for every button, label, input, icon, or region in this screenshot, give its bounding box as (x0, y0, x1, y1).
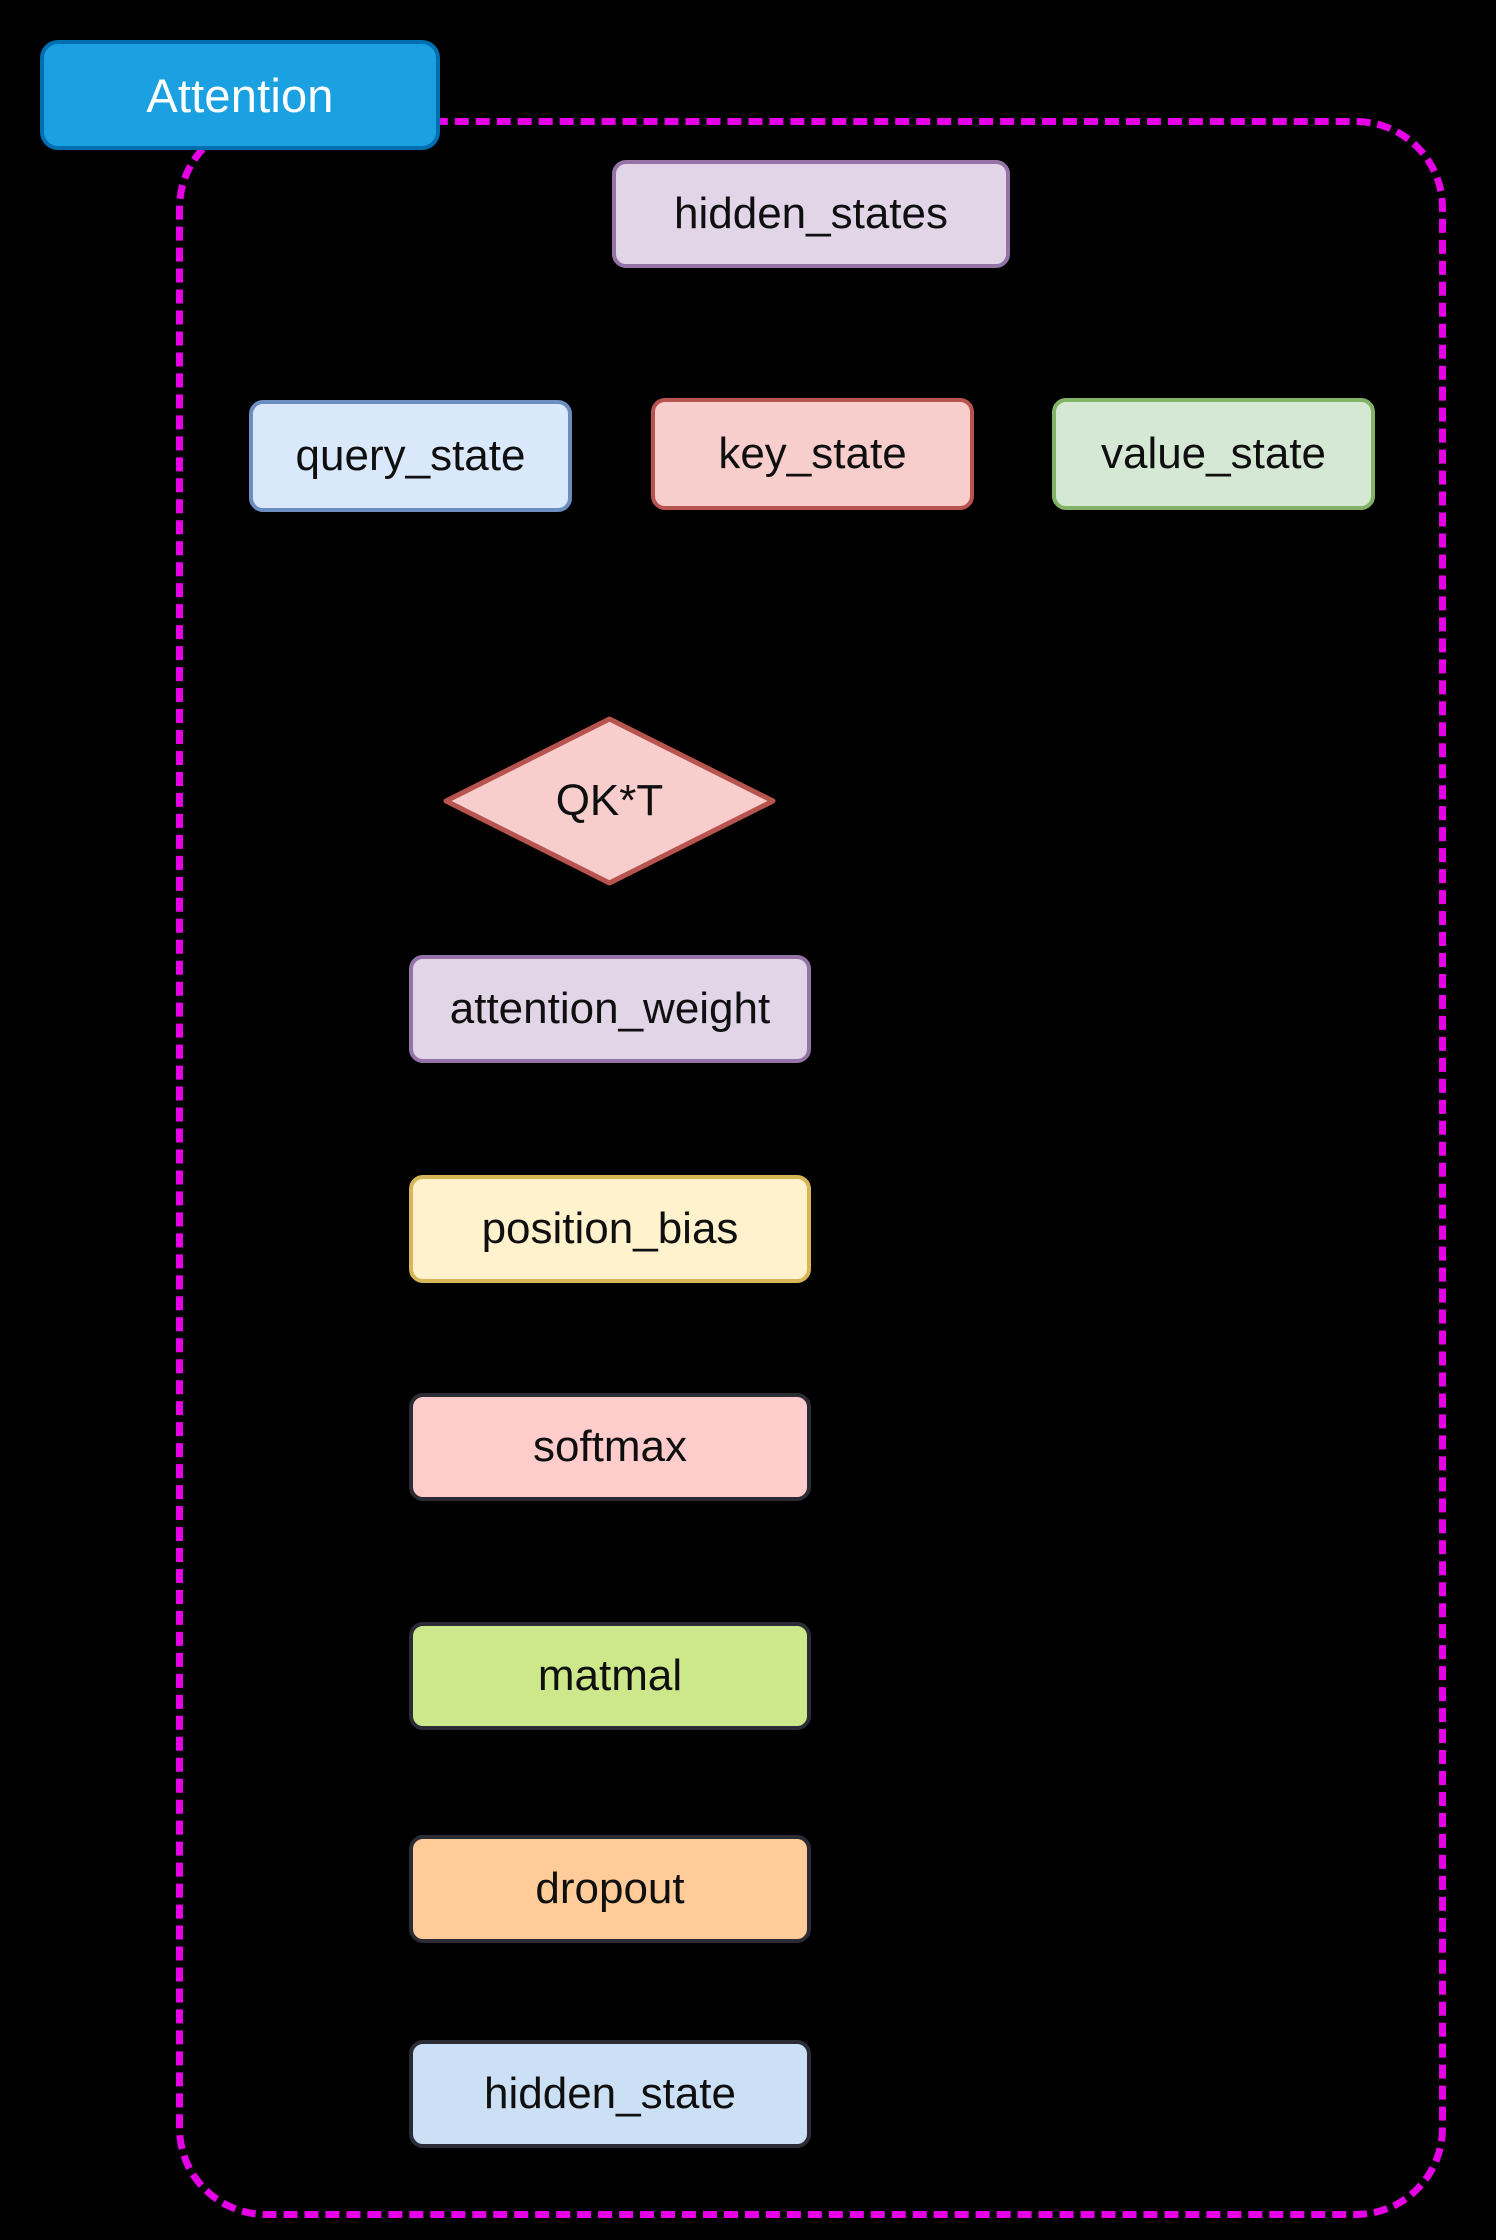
attention-group-frame (176, 118, 1446, 2218)
node-label-softmax: softmax (532, 1421, 688, 1471)
node-label-key-state: key_state (718, 428, 907, 478)
node-label-hidden-states: hidden_states (674, 188, 948, 238)
node-label-hidden-state: hidden_state (484, 2068, 736, 2118)
diamond-shape-icon (443, 716, 776, 886)
node-softmax[interactable]: softmax (409, 1393, 811, 1501)
node-position-bias[interactable]: position_bias (409, 1175, 811, 1283)
node-attention-weight[interactable]: attention_weight (409, 955, 811, 1063)
node-label-position-bias: position_bias (481, 1203, 739, 1253)
node-label-dropout: dropout (535, 1863, 685, 1913)
node-hidden-state[interactable]: hidden_state (409, 2040, 811, 2148)
group-title-tab-attention[interactable]: Attention (40, 40, 440, 150)
node-label-value-state: value_state (1100, 428, 1327, 478)
node-value-state[interactable]: value_state (1052, 398, 1375, 510)
node-label-attention-weight: attention_weight (449, 983, 771, 1033)
node-label-matmal: matmal (537, 1650, 683, 1700)
node-hidden-states[interactable]: hidden_states (612, 160, 1010, 268)
node-matmal[interactable]: matmal (409, 1622, 811, 1730)
group-title-label: Attention (146, 68, 334, 122)
node-qkt[interactable]: QK*T (443, 716, 776, 886)
node-query-state[interactable]: query_state (249, 400, 572, 512)
node-label-qkt: QK*T (555, 776, 664, 825)
node-dropout[interactable]: dropout (409, 1835, 811, 1943)
node-label-query-state: query_state (295, 430, 526, 480)
node-key-state[interactable]: key_state (651, 398, 974, 510)
